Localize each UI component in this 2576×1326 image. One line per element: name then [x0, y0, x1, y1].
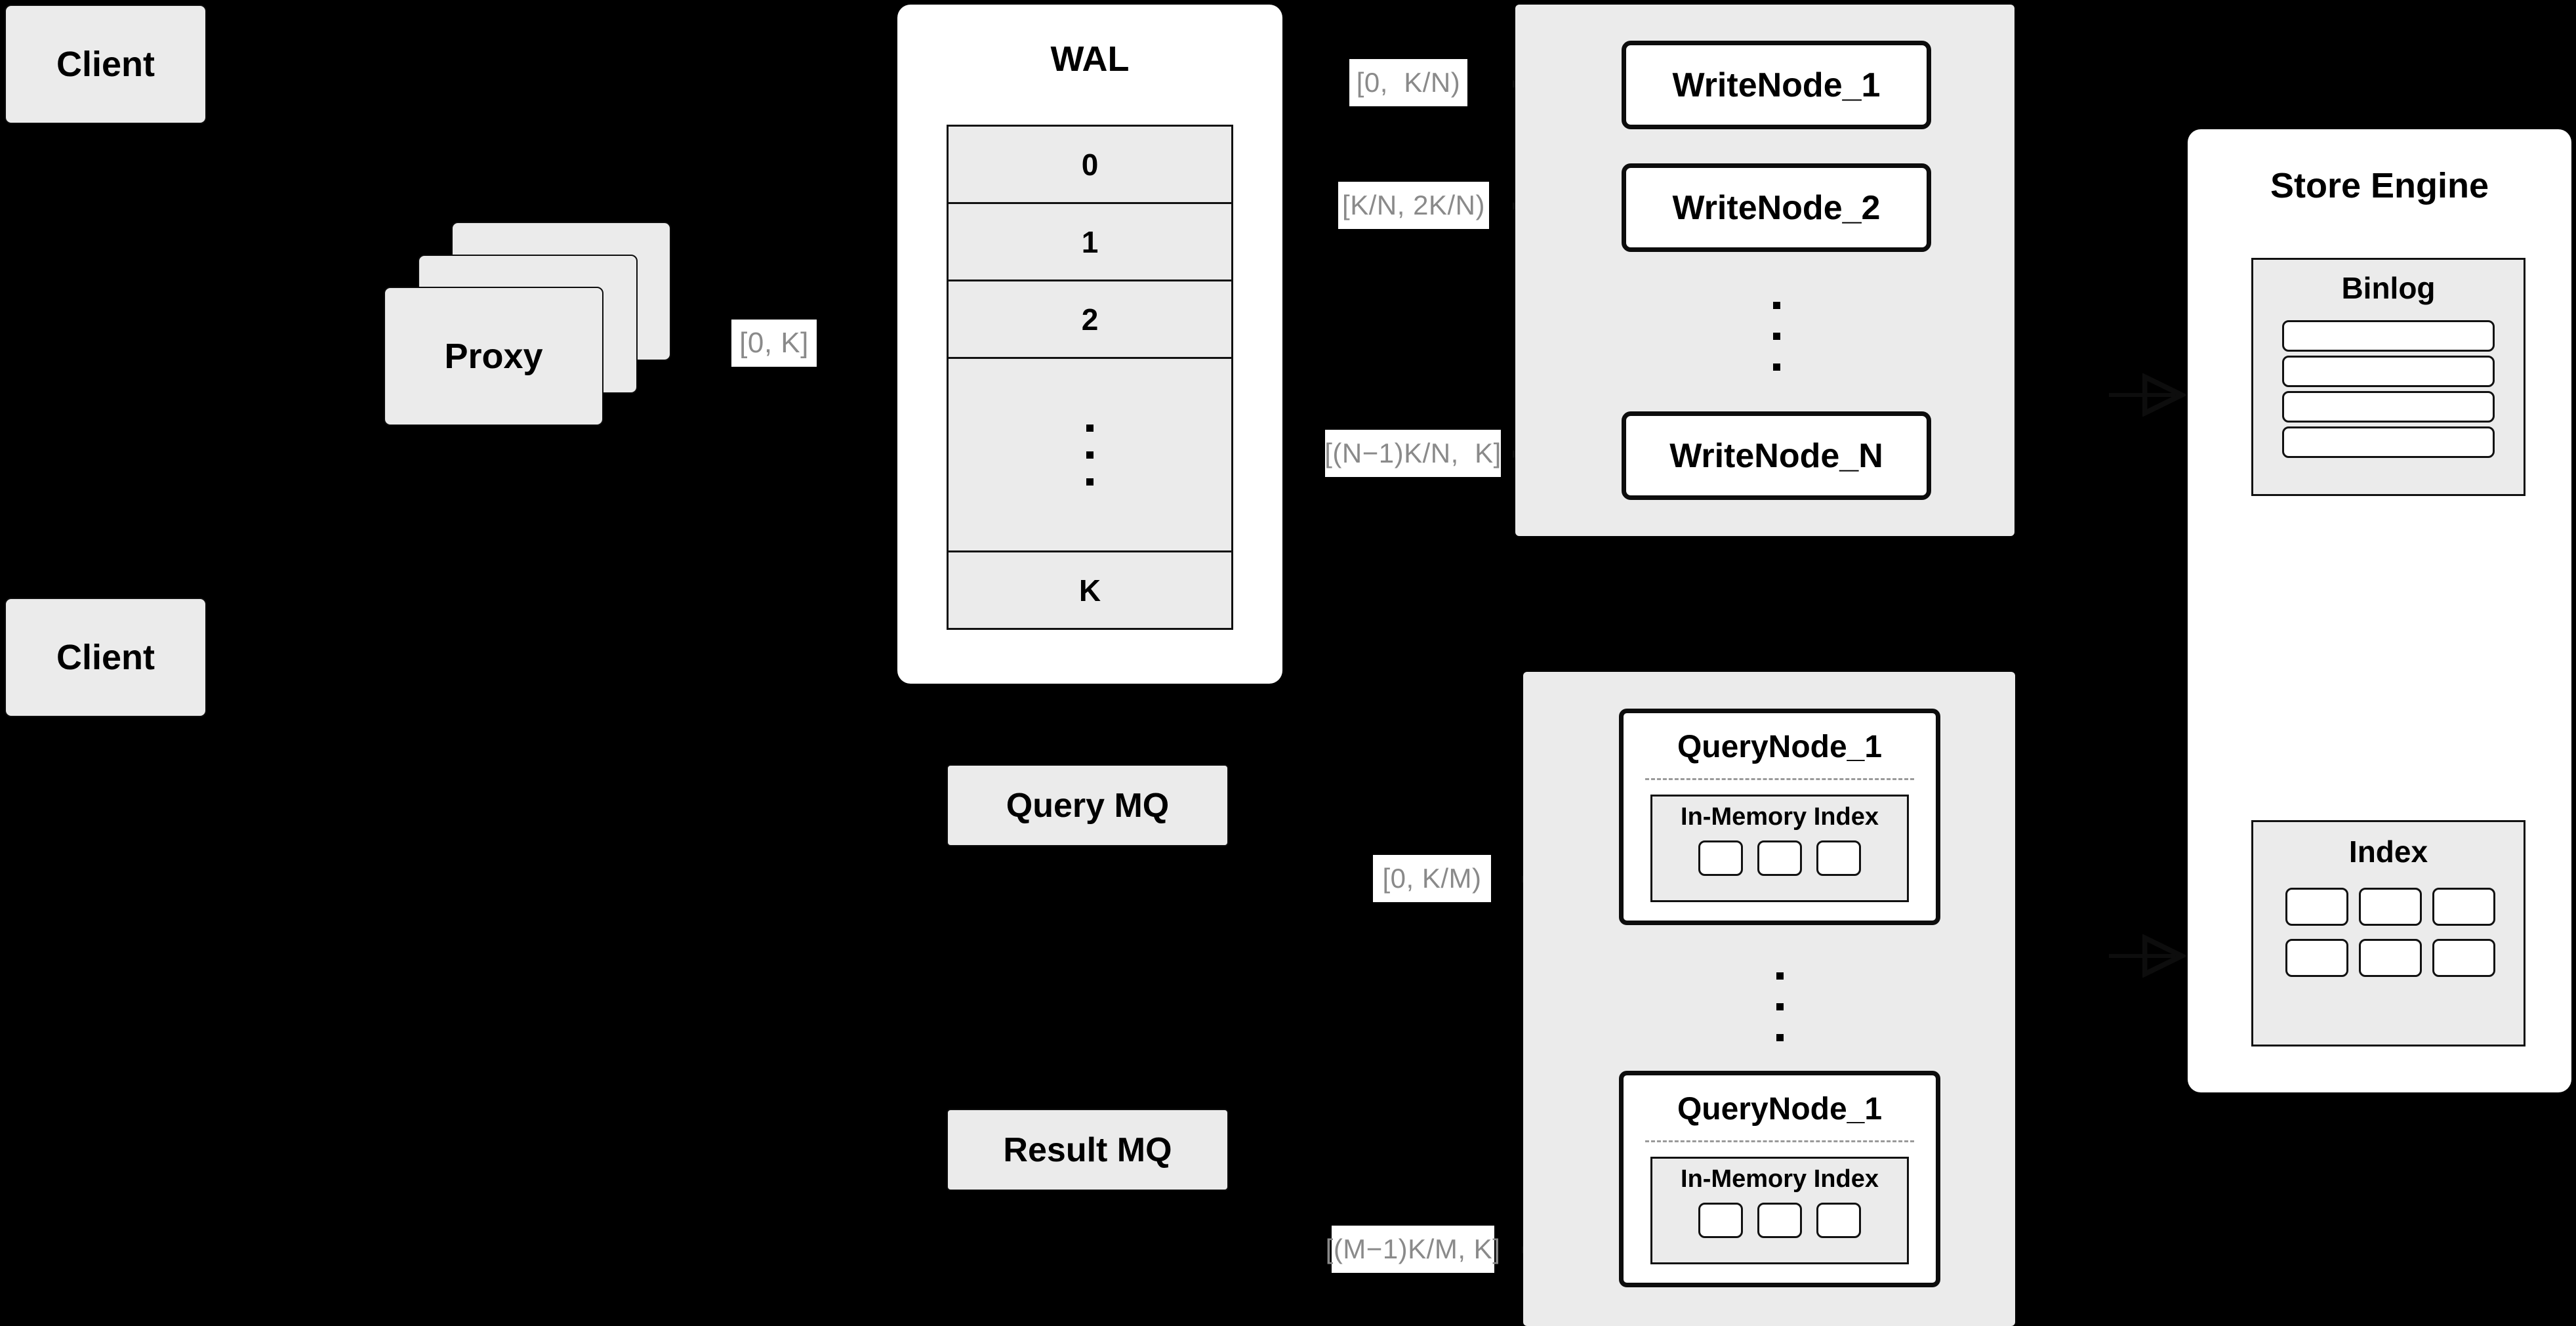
edge-label-query-node-1: [0, K/M): [1373, 855, 1491, 902]
query-node-1-title-text: QueryNode_1: [1677, 730, 1883, 764]
edge-label-write-node-2-text: [K/N, 2K/N): [1342, 190, 1485, 220]
store-engine-container: Store Engine Binlog Index: [2188, 129, 2571, 1092]
query-node-1-in-memory-index-title: In-Memory Index: [1681, 803, 1879, 831]
edge-label-query-node-m-text: [(M−1)K/M, K]: [1325, 1233, 1501, 1264]
query-node-m-title-text: QueryNode_1: [1677, 1092, 1883, 1127]
edge-label-proxy-to-wal-text: [0, K]: [739, 327, 809, 359]
edge-label-write-node-2: [K/N, 2K/N): [1338, 182, 1489, 229]
result-mq-node[interactable]: Result MQ: [947, 1109, 1229, 1191]
index-slot: [1816, 1203, 1861, 1238]
wal-row: 2: [949, 281, 1231, 359]
ellipsis-dot: [1772, 301, 1780, 309]
edge-label-proxy-to-wal: [0, K]: [731, 320, 817, 367]
index-slot: [1757, 1203, 1802, 1238]
ellipsis-dot: [1086, 478, 1094, 486]
ellipsis-dot: [1086, 424, 1094, 432]
wal-title: WAL: [897, 39, 1282, 79]
client-node-2-label: Client: [56, 638, 155, 677]
index-panel: Index: [2251, 820, 2525, 1046]
binlog-segment: [2282, 391, 2495, 423]
ellipsis-dot: [1086, 451, 1094, 459]
index-grid-slot: [2285, 888, 2348, 926]
ellipsis-dot: [1772, 332, 1780, 340]
wal-container: WAL 0 1 2 K: [897, 5, 1282, 684]
index-grid-slot: [2359, 888, 2422, 926]
store-engine-title: Store Engine: [2188, 165, 2571, 206]
query-node-ellipsis: [1619, 941, 1940, 1072]
index-slot-grid: [2285, 888, 2495, 977]
query-node-m[interactable]: QueryNode_1 In-Memory Index: [1619, 1071, 1940, 1287]
wal-row-label: 1: [1081, 224, 1099, 259]
write-node-ellipsis: [1622, 274, 1931, 398]
binlog-segment: [2282, 426, 2495, 458]
ellipsis-dot: [1776, 1003, 1784, 1010]
write-node-n-label: WriteNode_N: [1669, 436, 1883, 475]
store-engine-title-text: Store Engine: [2270, 166, 2489, 205]
index-grid-slot: [2285, 939, 2348, 977]
binlog-panel: Binlog: [2251, 258, 2525, 496]
query-node-1-title: QueryNode_1: [1677, 729, 1882, 765]
query-node-m-in-memory-index: In-Memory Index: [1650, 1157, 1909, 1264]
query-node-1-index-slots: [1698, 840, 1861, 876]
result-mq-label: Result MQ: [1003, 1130, 1172, 1169]
write-node-1[interactable]: WriteNode_1: [1622, 41, 1931, 129]
binlog-segments: [2282, 320, 2495, 458]
binlog-title: Binlog: [2341, 270, 2435, 306]
proxy-node-label: Proxy: [444, 337, 543, 376]
in-memory-index-title-text: In-Memory Index: [1681, 803, 1879, 831]
write-node-1-label: WriteNode_1: [1672, 66, 1881, 104]
query-node-m-title: QueryNode_1: [1677, 1091, 1882, 1127]
index-grid-slot: [2359, 939, 2422, 977]
ellipsis-dot: [1776, 972, 1784, 980]
client-node-1-label: Client: [56, 45, 155, 84]
write-node-cluster: WriteNode_1 WriteNode_2 WriteNode_N: [1515, 5, 2014, 536]
edge-label-write-node-n: [(N−1)K/N, K]: [1324, 430, 1502, 477]
edge-label-write-node-n-text: [(N−1)K/N, K]: [1324, 438, 1502, 468]
query-node-cluster: QueryNode_1 In-Memory Index: [1523, 672, 2015, 1326]
query-node-1[interactable]: QueryNode_1 In-Memory Index: [1619, 709, 1940, 925]
index-grid-slot: [2432, 939, 2495, 977]
wal-title-text: WAL: [1050, 39, 1130, 79]
edge-label-write-node-1-text: [0, K/N): [1356, 67, 1461, 98]
wal-row: 0: [949, 127, 1231, 204]
in-memory-index-title-text: In-Memory Index: [1681, 1165, 1879, 1193]
binlog-segment: [2282, 356, 2495, 387]
client-node-2[interactable]: Client: [5, 598, 207, 717]
query-node-m-in-memory-index-title: In-Memory Index: [1681, 1165, 1879, 1193]
client-node-1[interactable]: Client: [5, 5, 207, 124]
ellipsis-dot: [1776, 1033, 1784, 1041]
edge-label-write-node-1: [0, K/N): [1349, 59, 1467, 106]
edge-label-query-node-m: [(M−1)K/M, K]: [1326, 1226, 1500, 1273]
index-title: Index: [2349, 834, 2428, 869]
index-title-text: Index: [2348, 835, 2428, 869]
write-node-n[interactable]: WriteNode_N: [1622, 411, 1931, 500]
edge-label-query-node-1-text: [0, K/M): [1382, 863, 1482, 894]
binlog-segment: [2282, 320, 2495, 352]
wal-row-label: 0: [1081, 147, 1099, 182]
ellipsis-dot: [1772, 363, 1780, 371]
index-slot: [1698, 840, 1743, 876]
index-slot: [1757, 840, 1802, 876]
query-node-1-in-memory-index: In-Memory Index: [1650, 795, 1909, 902]
wal-ellipsis: [949, 359, 1231, 552]
query-mq-label: Query MQ: [1006, 786, 1170, 825]
query-mq-node[interactable]: Query MQ: [947, 764, 1229, 846]
index-slot: [1698, 1203, 1743, 1238]
query-node-m-index-slots: [1698, 1203, 1861, 1238]
wal-row-label: K: [1078, 573, 1101, 608]
wal-table: 0 1 2 K: [947, 125, 1233, 630]
proxy-node[interactable]: Proxy: [384, 287, 603, 426]
index-slot: [1816, 840, 1861, 876]
query-node-m-separator: [1645, 1140, 1914, 1142]
wal-row-last: K: [949, 552, 1231, 628]
binlog-title-text: Binlog: [2341, 271, 2436, 305]
index-grid-slot: [2432, 888, 2495, 926]
query-node-1-separator: [1645, 778, 1914, 780]
wal-row: 1: [949, 204, 1231, 281]
write-node-2-label: WriteNode_2: [1672, 188, 1881, 227]
wal-row-label: 2: [1081, 302, 1099, 337]
write-node-2[interactable]: WriteNode_2: [1622, 163, 1931, 252]
